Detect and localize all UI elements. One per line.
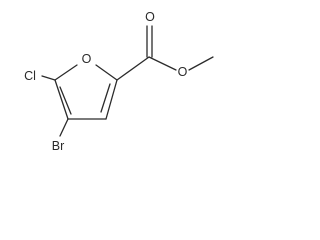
bond-ring-o-c2 bbox=[95, 64, 118, 81]
bond-ester-o-methyl bbox=[188, 56, 214, 71]
bond-c5-cl bbox=[41, 75, 56, 81]
bond-ring-o-c5 bbox=[54, 64, 78, 81]
bond-c2-carbonyl-c bbox=[116, 56, 150, 81]
ring-oxygen-label: O bbox=[82, 52, 92, 66]
bond-c5-c4 bbox=[54, 79, 69, 120]
bond-carbonyl-c-ester-o bbox=[148, 56, 177, 71]
chlorine-label: Cl bbox=[24, 69, 36, 83]
bond-c3-c2 bbox=[105, 79, 118, 120]
ester-oxygen-label: O bbox=[178, 65, 188, 79]
bond-c4-br bbox=[59, 118, 69, 137]
bromine-label: Br bbox=[52, 139, 65, 153]
carbonyl-oxygen-label: O bbox=[145, 10, 155, 24]
chemical-structure: O O O Cl Br bbox=[24, 10, 214, 153]
bond-c3-c2-inner bbox=[100, 83, 111, 113]
bond-c5-c4-inner bbox=[59, 86, 72, 115]
